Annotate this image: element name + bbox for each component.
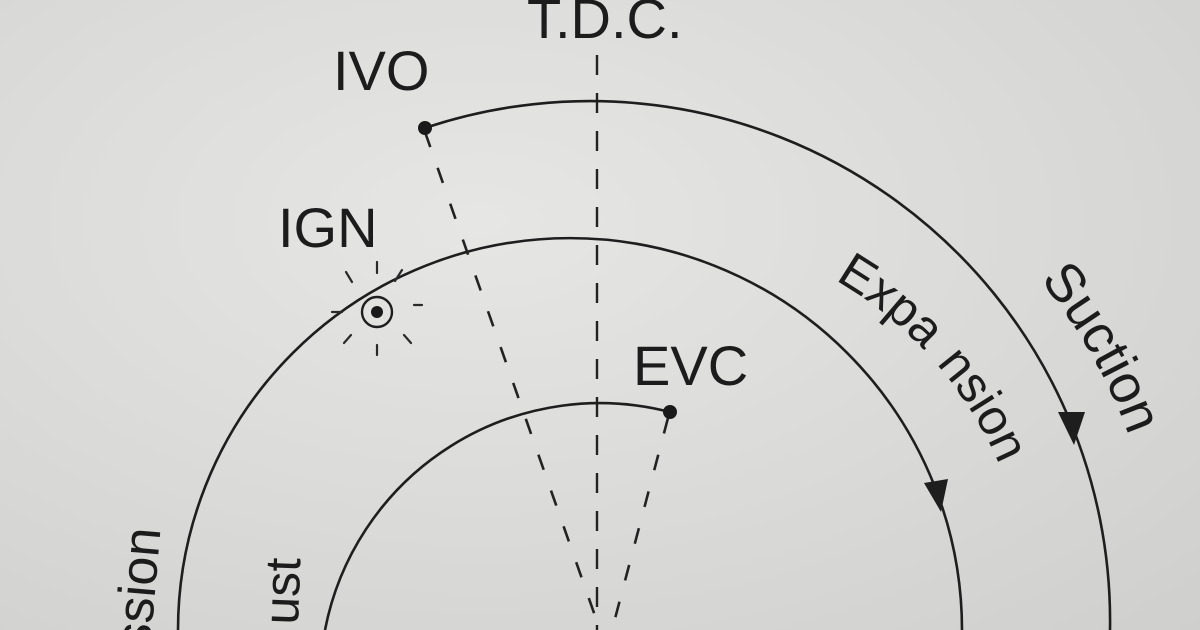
compression-expansion-arc — [176, 236, 964, 630]
expansion-arrowhead-icon — [924, 479, 948, 512]
ign-label: IGN — [278, 196, 378, 259]
ivo-label: IVO — [333, 39, 429, 102]
evc-label: EVC — [633, 334, 748, 397]
tdc-label: T.D.C. — [527, 0, 683, 50]
suction-arrowhead-icon — [1058, 412, 1085, 445]
suction-label: Suction — [1031, 251, 1174, 441]
evc-dot-marker-icon — [663, 405, 677, 419]
expansion-label-part1: Expa — [829, 242, 956, 358]
evc-dashed-line — [610, 417, 670, 630]
expansion-label-part2: nsion — [928, 335, 1040, 469]
ivo-dashed-line — [423, 131, 602, 630]
ignition-spark-circle-icon — [330, 260, 424, 357]
compression-label-fragment: ssion — [104, 525, 172, 630]
exhaust-arc — [323, 401, 671, 630]
exhaust-label-fragment: ust — [253, 557, 311, 626]
suction-arc — [424, 99, 1112, 630]
ivo-dot-marker-icon — [418, 121, 432, 135]
